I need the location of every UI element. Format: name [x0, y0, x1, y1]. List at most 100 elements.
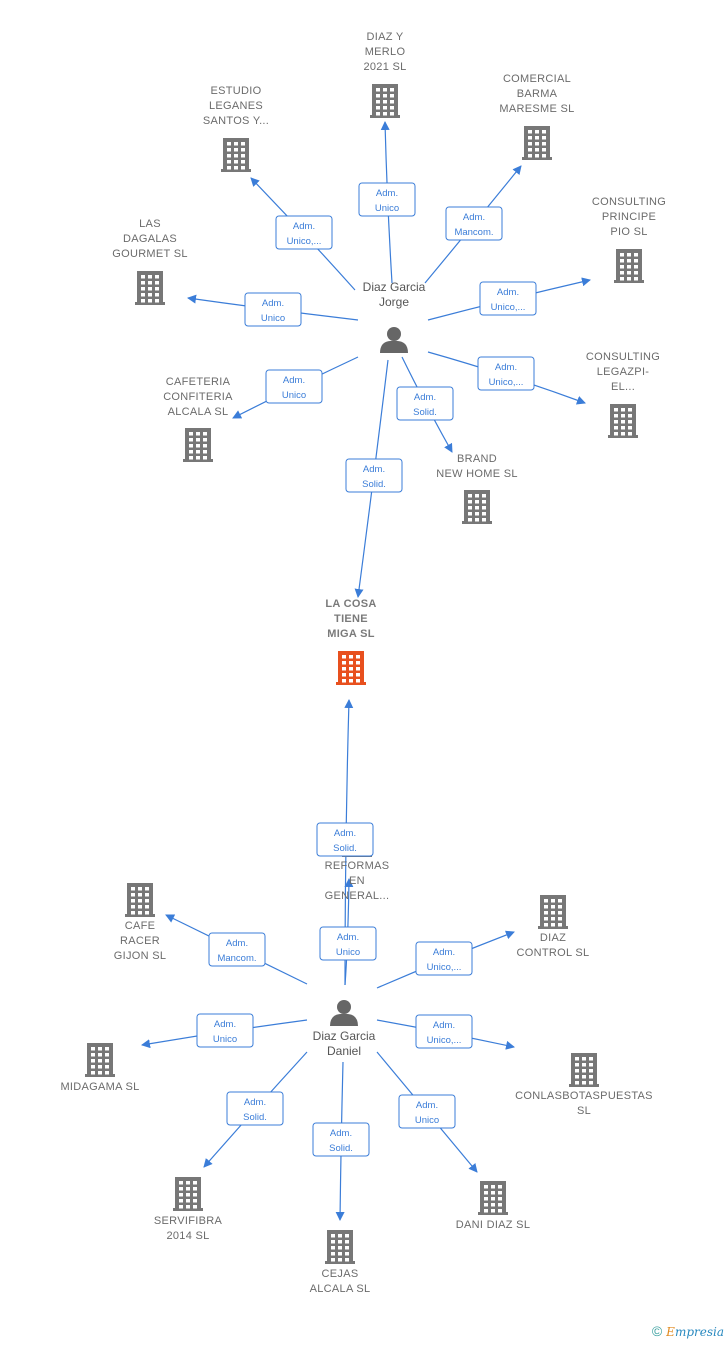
company-conlas-name-line: CONLASBOTASPUESTAS: [515, 1090, 653, 1102]
role-label[interactable]: Adm. Mancom.: [208, 932, 266, 967]
role-label-text: Adm.: [262, 298, 284, 309]
role-label-text: Adm.: [283, 375, 305, 386]
company-dagalas-name-line: DAGALAS: [123, 233, 177, 245]
company-cafeteria-name-line: CONFITERIA: [163, 391, 233, 403]
company-diazcontrol-name-line: DIAZ: [540, 932, 566, 944]
company-cafeteria-name-line: ALCALA SL: [168, 406, 229, 418]
company-principe-name-line: PRINCIPE: [602, 211, 656, 223]
role-label[interactable]: Adm.Unico,...: [275, 215, 333, 250]
company-conlas-icon[interactable]: [569, 1053, 599, 1087]
role-label[interactable]: Adm. Unico: [265, 369, 323, 404]
role-label-text: Unico: [375, 203, 399, 214]
person-daniel-name-line: Diaz Garcia: [313, 1029, 376, 1043]
role-label-text: Adm.: [433, 1020, 455, 1031]
role-label-text: Solid.: [243, 1112, 267, 1123]
role-label[interactable]: Adm. Unico: [196, 1013, 254, 1048]
role-label-text: Adm.: [337, 932, 359, 943]
focus-company-name-line: LA COSA: [325, 598, 376, 610]
company-midagama-name-line: MIDAGAMA SL: [60, 1081, 139, 1093]
company-conlas-name-line: SL: [577, 1105, 591, 1117]
role-label[interactable]: Adm.Unico: [244, 292, 302, 327]
company-comercial-name-line: MARESME SL: [499, 103, 574, 115]
company-brand-icon[interactable]: [462, 490, 492, 524]
company-caferacer-name-line: RACER: [120, 935, 160, 947]
role-label-text: Unico: [415, 1115, 439, 1126]
company-danidiaz-icon[interactable]: [478, 1181, 508, 1215]
company-caferacer-icon[interactable]: [125, 883, 155, 917]
role-label-text: Unico,...: [491, 302, 526, 313]
role-label-text: Adm.: [330, 1128, 352, 1139]
role-label[interactable]: Adm. Unico,...: [479, 281, 537, 316]
role-label-text: Unico,...: [427, 1035, 462, 1046]
role-label[interactable]: Adm. Solid.: [226, 1091, 284, 1126]
company-comercial-icon[interactable]: [522, 126, 552, 160]
role-label-text: Adm.: [497, 287, 519, 298]
role-label-text: Adm.: [376, 188, 398, 199]
role-label-text: Adm.: [293, 221, 315, 232]
company-legazpi-name-line: EL...: [611, 381, 635, 393]
company-diazymerlo-name-line: MERLO: [365, 46, 406, 58]
company-danidiaz-name-line: DANI DIAZ SL: [456, 1219, 531, 1231]
role-label-text: Unico: [213, 1034, 237, 1045]
role-label-text: Unico: [282, 390, 306, 401]
company-servifibra-name-line: SERVIFIBRA: [154, 1215, 223, 1227]
role-label[interactable]: Adm.Solid.: [396, 386, 454, 421]
company-cejas-icon[interactable]: [325, 1230, 355, 1264]
company-brand-name-line: BRAND: [457, 453, 497, 465]
company-dagalas-name-line: LAS: [139, 218, 161, 230]
role-label-text: Solid.: [413, 407, 437, 418]
role-label-text: Adm.: [244, 1097, 266, 1108]
role-label[interactable]: Adm. Unico: [319, 926, 377, 961]
company-principe-name-line: PIO SL: [610, 226, 647, 238]
role-label[interactable]: Adm. Unico: [358, 182, 416, 217]
copyright-icon: ©: [651, 1323, 663, 1339]
company-reformas-name-line: GENERAL...: [325, 890, 390, 902]
focus-company-name-line: TIENE: [334, 613, 368, 625]
company-caferacer-name-line: GIJON SL: [114, 950, 167, 962]
person-jorge-name-line: Jorge: [379, 295, 409, 309]
role-label[interactable]: Adm.Unico,...: [415, 941, 473, 976]
brand-logo: Empresia: [666, 1325, 724, 1339]
company-servifibra-icon[interactable]: [173, 1177, 203, 1211]
role-label-text: Adm.: [495, 362, 517, 373]
role-label[interactable]: Adm.Solid.: [316, 822, 374, 857]
company-estudio-name-line: ESTUDIO: [211, 85, 262, 97]
person-daniel-icon[interactable]: [330, 1000, 358, 1026]
role-label[interactable]: Adm. Unico,...: [415, 1014, 473, 1049]
company-cafeteria-icon[interactable]: [183, 428, 213, 462]
role-label-text: Mancom.: [217, 953, 256, 964]
role-label-text: Unico: [336, 947, 360, 958]
role-label-text: Solid.: [333, 843, 357, 854]
role-label[interactable]: Adm.Unico: [398, 1094, 456, 1129]
role-label-text: Adm.: [214, 1019, 236, 1030]
company-dagalas-name-line: GOURMET SL: [112, 248, 188, 260]
focus-company-icon[interactable]: [336, 651, 366, 685]
company-cejas-name-line: CEJAS: [322, 1268, 359, 1280]
company-estudio-name-line: SANTOS Y...: [203, 115, 269, 127]
role-label-text: Adm.: [226, 938, 248, 949]
company-servifibra-name-line: 2014 SL: [166, 1230, 209, 1242]
company-comercial-name-line: BARMA: [517, 88, 558, 100]
company-principe-name-line: CONSULTING: [592, 196, 666, 208]
footer-brand: ©Empresia: [652, 1323, 724, 1339]
company-legazpi-name-line: CONSULTING: [586, 351, 660, 363]
role-label[interactable]: Adm.Solid.: [345, 458, 403, 493]
company-principe-icon[interactable]: [614, 249, 644, 283]
person-jorge-icon[interactable]: [380, 327, 408, 353]
company-estudio-icon[interactable]: [221, 138, 251, 172]
role-label-text: Solid.: [362, 479, 386, 490]
company-diazymerlo-icon[interactable]: [370, 84, 400, 118]
company-legazpi-icon[interactable]: [608, 404, 638, 438]
company-reformas-name-line: EN: [349, 875, 365, 887]
company-diazcontrol-icon[interactable]: [538, 895, 568, 929]
company-legazpi-name-line: LEGAZPI-: [597, 366, 650, 378]
role-label[interactable]: Adm.Solid.: [312, 1122, 370, 1157]
person-daniel-name-line: Daniel: [327, 1044, 361, 1058]
role-label[interactable]: Adm.Mancom.: [445, 206, 503, 241]
role-label-text: Adm.: [463, 212, 485, 223]
company-midagama-icon[interactable]: [85, 1043, 115, 1077]
role-label[interactable]: Adm. Unico,...: [477, 356, 535, 391]
company-dagalas-icon[interactable]: [135, 271, 165, 305]
role-label-text: Unico,...: [489, 377, 524, 388]
